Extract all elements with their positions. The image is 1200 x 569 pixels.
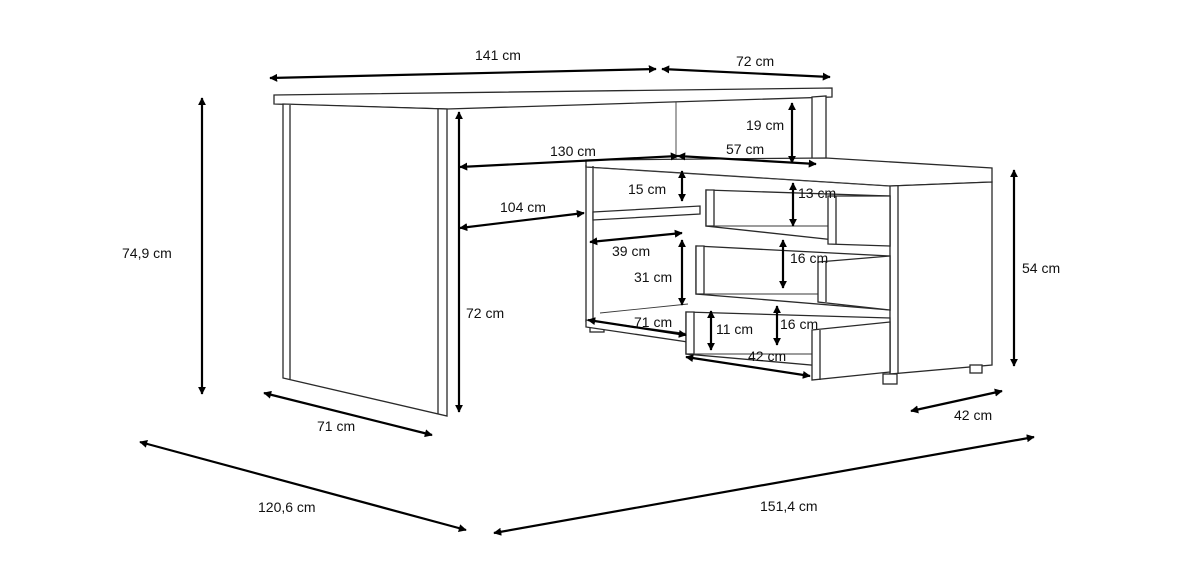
desk-drawing [273, 87, 993, 417]
label-cabinet-height: 54 cm [1022, 260, 1060, 276]
drawer-middle [695, 245, 891, 311]
label-drawer-depth: 42 cm [748, 348, 786, 364]
dim-desk-depth [263, 390, 433, 438]
desk-rear-post [811, 95, 827, 166]
dim-top-width [269, 65, 657, 82]
label-overall-length: 151,4 cm [760, 498, 818, 514]
dim-bottom-shelf-width [587, 317, 687, 338]
label-overall-depth: 120,6 cm [258, 499, 316, 515]
dim-inner-desk-width [459, 152, 679, 171]
label-shelf-depth: 39 cm [612, 243, 650, 259]
dim-knee-width [459, 209, 585, 232]
label-drawer1-height: 13 cm [798, 185, 836, 201]
label-bottom-shelf-width: 71 cm [634, 314, 672, 330]
label-desk-depth: 71 cm [317, 418, 355, 434]
cabinet-side-panel [889, 181, 993, 375]
label-shelf-gap-top: 15 cm [628, 181, 666, 197]
cabinet-foot-right [969, 364, 983, 374]
label-drawer2-height: 16 cm [790, 250, 828, 266]
cabinet-foot-front [882, 373, 898, 385]
label-drawer3-height: 16 cm [780, 316, 818, 332]
dim-cabinet-depth [910, 388, 1003, 414]
cabinet-middle-shelf [592, 205, 701, 221]
label-leg-height: 72 cm [466, 305, 504, 321]
dim-overall-length [493, 434, 1035, 536]
label-cabinet-depth: 42 cm [954, 407, 992, 423]
dim-shelf-depth [589, 229, 683, 246]
dim-overall-depth [139, 440, 467, 532]
label-inner-desk-width: 130 cm [550, 143, 596, 159]
dimension-arrows [139, 65, 1035, 536]
label-cabinet-inner-width: 57 cm [726, 141, 764, 157]
label-top-width: 141 cm [475, 47, 521, 63]
label-overall-height: 74,9 cm [122, 245, 172, 261]
label-upstand-height: 19 cm [746, 117, 784, 133]
dim-return-width [661, 65, 831, 81]
desk-top [273, 87, 833, 110]
drawer-top [705, 189, 891, 247]
label-knee-width: 104 cm [500, 199, 546, 215]
dim-drawer-depth [685, 354, 811, 379]
label-shelf-gap-bottom: 31 cm [634, 269, 672, 285]
label-drawer3-inner-height: 11 cm [716, 321, 753, 337]
dim-cabinet-inner-width [677, 152, 817, 168]
dimension-labels: 141 cm 72 cm 74,9 cm 19 cm 130 cm 57 cm … [122, 47, 1060, 515]
desk-leg-panel [282, 103, 448, 417]
label-return-width: 72 cm [736, 53, 774, 69]
